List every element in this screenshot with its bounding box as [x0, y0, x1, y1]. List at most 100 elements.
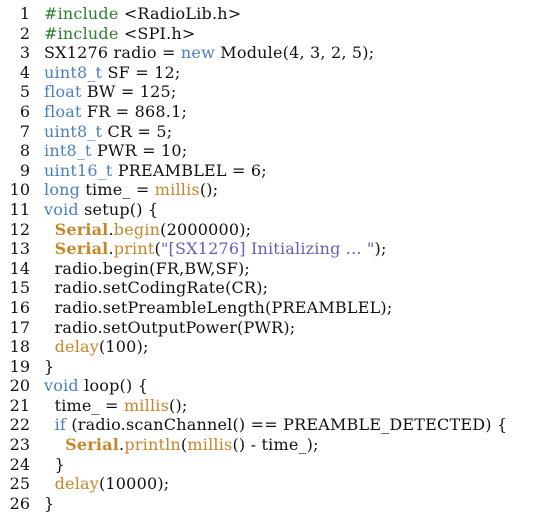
code-token: SF = 12;	[102, 62, 181, 82]
code-token: millis	[123, 395, 169, 415]
code-token: () - time_);	[232, 435, 319, 455]
code-line: 14 radio.begin(FR,BW,SF);	[0, 259, 550, 279]
code-token: int8_t	[44, 141, 92, 161]
code-line: 23 Serial.println(millis() - time_);	[0, 435, 550, 455]
code-token: uint8_t	[44, 62, 103, 82]
code-line: 19}	[0, 357, 550, 377]
line-number: 11	[9, 199, 30, 219]
code-token: println	[124, 435, 181, 455]
code-token: #include	[44, 4, 119, 23]
line-code: radio.begin(FR,BW,SF);	[44, 259, 250, 279]
line-code: uint8_t CR = 5;	[44, 122, 172, 142]
line-code: #include <RadioLib.h>	[44, 4, 241, 24]
code-token	[44, 220, 55, 239]
code-token: setup	[84, 199, 130, 219]
code-token: (2000000);	[160, 219, 252, 239]
code-token: FR = 868.1;	[81, 101, 188, 121]
code-token: Module(4, 3, 2, 5);	[215, 43, 375, 63]
code-token: ();	[199, 180, 219, 200]
code-token: "[SX1276] Initializing ... "	[160, 239, 375, 259]
line-number: 10	[9, 180, 30, 200]
code-token: .	[119, 435, 125, 455]
line-code: }	[44, 455, 65, 475]
line-number: 14	[9, 258, 30, 278]
code-token: void	[44, 199, 79, 219]
line-code: Serial.print("[SX1276] Initializing ... …	[44, 239, 387, 259]
code-line: 12 Serial.begin(2000000);	[0, 220, 550, 240]
code-token: float	[44, 101, 82, 121]
code-token: begin	[113, 219, 161, 239]
line-code: #include <SPI.h>	[44, 24, 195, 44]
code-token: .	[108, 219, 114, 239]
line-number: 8	[19, 141, 30, 161]
code-token: (100);	[98, 337, 149, 357]
line-number: 22	[9, 415, 30, 435]
code-token: );	[374, 239, 387, 259]
code-token: (	[180, 435, 188, 455]
code-token	[44, 435, 65, 454]
line-number: 2	[19, 23, 30, 43]
line-code: }	[44, 494, 54, 514]
code-token: Serial	[54, 219, 109, 239]
line-code: radio.setCodingRate(CR);	[44, 278, 269, 298]
code-token: (FR,BW,SF);	[149, 258, 251, 278]
code-line: 25 delay(10000);	[0, 474, 550, 494]
code-token	[44, 474, 55, 493]
code-token: CR = 5;	[102, 121, 173, 141]
code-line: 15 radio.setCodingRate(CR);	[0, 278, 550, 298]
line-code: void loop() {	[44, 376, 148, 396]
code-line: 26}	[0, 494, 550, 514]
code-token: uint8_t	[44, 121, 103, 141]
line-code: uint16_t PREAMBLEL = 6;	[44, 161, 267, 181]
line-number: 25	[9, 474, 30, 494]
code-token: time_ =	[44, 395, 124, 415]
code-token	[44, 239, 55, 258]
code-token: Serial	[54, 239, 109, 259]
code-token: if	[54, 415, 67, 435]
code-token: (radio.scanChannel() == PREAMBLE_DETECTE…	[66, 415, 508, 435]
line-number: 5	[19, 82, 30, 102]
line-number: 9	[19, 160, 30, 180]
line-code: radio.setPreambleLength(PREAMBLEL);	[44, 297, 393, 318]
code-token: radio.	[44, 258, 103, 278]
line-code: uint8_t SF = 12;	[44, 63, 180, 83]
code-token: millis	[187, 435, 233, 455]
code-token	[44, 337, 55, 356]
line-code: delay(10000);	[44, 474, 170, 494]
line-number: 21	[9, 395, 30, 415]
code-token: <SPI.h>	[118, 23, 196, 43]
code-line: 17 radio.setOutputPower(PWR);	[0, 318, 550, 338]
line-code: float FR = 868.1;	[44, 102, 187, 122]
code-token: long	[44, 180, 81, 200]
code-line: 9 uint16_t PREAMBLEL = 6;	[0, 161, 550, 181]
code-token: <RadioLib.h>	[118, 4, 242, 23]
code-token: .	[108, 239, 114, 259]
code-line: 2 #include <SPI.h>	[0, 24, 550, 44]
code-token: float	[44, 82, 82, 102]
code-token: begin	[102, 258, 150, 278]
line-number: 1	[19, 4, 30, 23]
code-listing: 1 #include <RadioLib.h> 2 #include <SPI.h>3…	[0, 4, 550, 513]
code-token: BW = 125;	[81, 82, 177, 102]
code-token: delay	[54, 474, 99, 494]
line-number: 13	[9, 239, 30, 259]
code-token: loop() {	[78, 376, 149, 396]
line-code: }	[44, 357, 54, 377]
code-token: new	[180, 43, 215, 63]
code-token: radio.setOutputPower(PWR);	[44, 317, 296, 337]
code-token: radio.setCodingRate(CR);	[44, 278, 269, 298]
line-number: 26	[9, 493, 30, 513]
code-token: #include	[44, 23, 119, 43]
code-token: delay	[54, 337, 99, 357]
code-token: radio.setPreambleLength(PREAMBLEL);	[44, 297, 393, 317]
code-token: }	[44, 454, 65, 474]
code-token: Serial	[65, 435, 120, 455]
code-line: 22 if (radio.scanChannel() == PREAMBLE_D…	[0, 415, 550, 435]
code-token: }	[44, 493, 55, 513]
line-code: SX1276 radio = new Module(4, 3, 2, 5);	[44, 43, 374, 63]
